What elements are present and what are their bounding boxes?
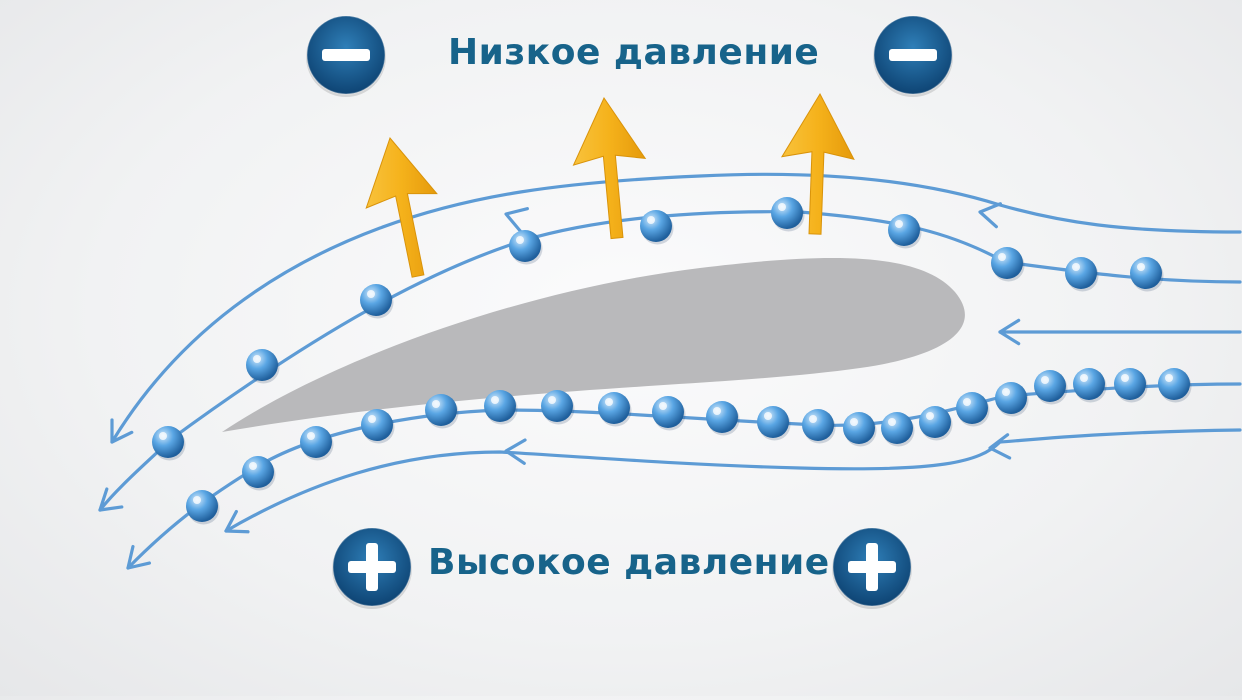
air-particle: [771, 197, 805, 232]
air-particle: [956, 392, 990, 427]
air-particle: [995, 382, 1029, 417]
air-particle: [361, 409, 395, 444]
pressure-badges: [306, 15, 953, 609]
arrowhead-6: [978, 202, 1002, 229]
arrowhead-5: [504, 207, 529, 233]
flow-arrowheads: [98, 202, 1021, 570]
arrowhead-2: [98, 487, 124, 512]
air-particle: [919, 406, 953, 441]
air-particle: [425, 394, 459, 429]
air-particle: [509, 230, 543, 265]
air-particle: [1130, 257, 1164, 292]
air-particle: [1034, 370, 1068, 405]
arrowhead-3: [126, 544, 152, 570]
airfoil-wing: [222, 258, 965, 432]
high-pressure-label: Высокое давление: [428, 542, 830, 583]
air-particle: [706, 401, 740, 436]
air-particle: [186, 490, 220, 525]
lift-arrows: [365, 92, 855, 278]
plus-icon: [332, 527, 412, 609]
air-particle: [541, 390, 575, 425]
plus-icon: [832, 527, 912, 609]
arrowhead-4: [224, 509, 250, 534]
streamline-1: [110, 172, 1242, 444]
lift-arrow-3: [780, 92, 855, 235]
air-particle: [1065, 257, 1099, 292]
air-particle: [360, 284, 394, 319]
arrowhead-7: [998, 318, 1021, 346]
streamline-5: [224, 428, 1242, 533]
air-particle: [1073, 368, 1107, 403]
air-particle: [843, 412, 877, 447]
air-particle: [484, 390, 518, 425]
air-particle: [598, 392, 632, 427]
air-particle: [246, 349, 280, 384]
lift-arrow-2: [572, 96, 647, 240]
air-particle: [652, 396, 686, 431]
minus-icon: [873, 15, 953, 97]
arrowhead-1: [110, 418, 134, 444]
air-particle: [1114, 368, 1148, 403]
air-particle: [802, 409, 836, 444]
air-particle: [757, 406, 791, 441]
air-particle: [300, 426, 334, 461]
arrowhead-8: [504, 438, 527, 465]
arrowhead-9: [988, 433, 1012, 460]
air-particle: [242, 456, 276, 491]
air-particle: [888, 214, 922, 249]
lift-arrow-1: [365, 136, 438, 278]
air-particle: [881, 412, 915, 447]
air-particle: [152, 426, 186, 461]
air-particle: [991, 247, 1025, 282]
air-particle: [1158, 368, 1192, 403]
air-particle: [640, 210, 674, 245]
minus-icon: [306, 15, 386, 97]
low-pressure-label: Низкое давление: [448, 32, 820, 73]
air-particles: [152, 197, 1192, 525]
